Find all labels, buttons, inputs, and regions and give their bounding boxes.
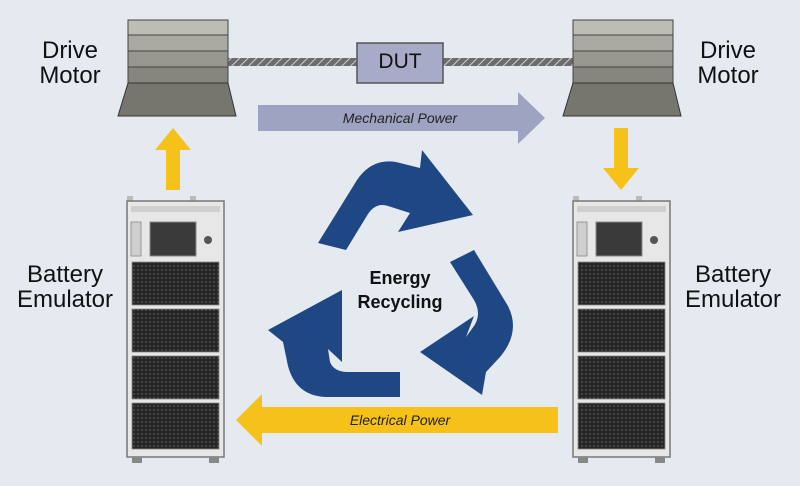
battery-cabinet-icon	[572, 196, 671, 463]
dut-label: DUT	[378, 50, 422, 73]
electrical-power-arrow	[236, 394, 558, 446]
drive-motor-left-label: Drive Motor	[39, 37, 101, 89]
battery-emulator-left-label: Battery Emulator	[16, 261, 114, 313]
down-arrow	[603, 128, 639, 190]
battery-emulator-right-label: Battery Emulator	[684, 261, 782, 313]
dut-box	[356, 42, 444, 84]
mechanical-power-label: Mechanical Power	[342, 110, 458, 126]
mechanical-power-arrow	[258, 92, 545, 144]
recycle-arrows-icon	[268, 150, 513, 397]
motor-stack-icon	[117, 19, 237, 117]
up-arrow	[155, 128, 191, 190]
battery-cabinet-icon	[126, 196, 225, 463]
electrical-power-label: Electrical Power	[349, 412, 451, 428]
drive-motor-right-label: Drive Motor	[697, 37, 759, 89]
energy-recycling-label: Energy Recycling	[357, 268, 443, 312]
motor-stack-icon	[562, 19, 682, 117]
